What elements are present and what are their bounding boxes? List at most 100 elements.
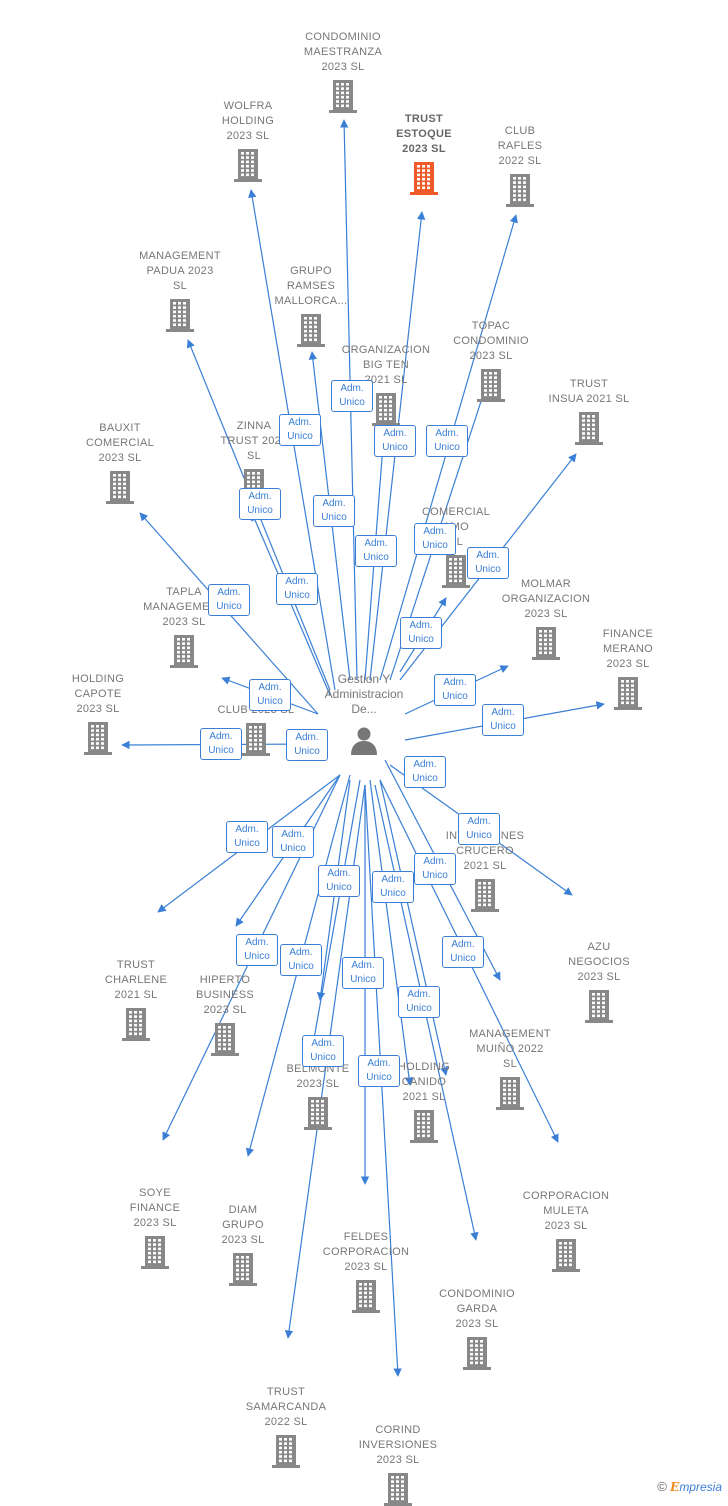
building-icon — [496, 1077, 524, 1110]
building-icon — [384, 1473, 412, 1506]
building-icon — [211, 1023, 239, 1056]
building-icon — [410, 1110, 438, 1143]
edge-role-label[interactable]: Adm. Unico — [313, 495, 355, 527]
building-icon — [614, 677, 642, 710]
company-name: TRUST INSUA 2021 SL — [548, 378, 630, 405]
company-name: TAPLA MANAGEMENT 2023 SL — [143, 586, 225, 628]
building-icon — [585, 990, 613, 1023]
center-person-label: Gestion Y Administracion De... — [324, 672, 404, 716]
building-icon — [229, 1253, 257, 1286]
company-name: TRUST SAMARCANDA 2022 SL — [245, 1386, 327, 1428]
building-icon — [106, 471, 134, 504]
building-icon — [170, 635, 198, 668]
building-icon — [272, 1435, 300, 1468]
company-node-hiperto-business[interactable]: HIPERTO BUSINESS 2023 SL — [170, 973, 280, 1056]
company-node-trust-charlene[interactable]: TRUST CHARLENE 2021 SL — [81, 958, 191, 1041]
edge-role-label[interactable]: Adm. Unico — [426, 425, 468, 457]
company-node-holding-capote[interactable]: HOLDING CAPOTE 2023 SL — [43, 672, 153, 755]
company-node-condominio-garda[interactable]: CONDOMINIO GARDA 2023 SL — [422, 1287, 532, 1370]
building-icon — [84, 722, 112, 755]
edge-role-label[interactable]: Adm. Unico — [249, 679, 291, 711]
edge-line — [369, 779, 414, 1086]
company-name: BAUXIT COMERCIAL 2023 SL — [85, 422, 155, 464]
building-icon — [297, 314, 325, 347]
building-icon — [304, 1097, 332, 1130]
edge-role-label[interactable]: Adm. Unico — [200, 728, 242, 760]
edge-role-label[interactable]: Adm. Unico — [302, 1035, 344, 1067]
edge-role-label[interactable]: Adm. Unico — [482, 704, 524, 736]
company-node-trust-samarcanda[interactable]: TRUST SAMARCANDA 2022 SL — [231, 1385, 341, 1468]
building-icon — [471, 879, 499, 912]
building-icon — [234, 149, 262, 182]
company-node-tapla-management[interactable]: TAPLA MANAGEMENT 2023 SL — [129, 585, 239, 668]
building-icon — [506, 174, 534, 207]
edge-role-label[interactable]: Adm. Unico — [467, 547, 509, 579]
edge-line — [379, 779, 449, 1076]
company-node-finance-merano[interactable]: FINANCE MERANO 2023 SL — [573, 627, 683, 710]
edge-role-label[interactable]: Adm. Unico — [276, 573, 318, 605]
company-node-diam-grupo[interactable]: DIAM GRUPO 2023 SL — [188, 1203, 298, 1286]
edge-role-label[interactable]: Adm. Unico — [236, 934, 278, 966]
edge-role-label[interactable]: Adm. Unico — [358, 1055, 400, 1087]
company-name: CORPORACION MULETA 2023 SL — [522, 1190, 610, 1232]
company-name: HIPERTO BUSINESS 2023 SL — [195, 974, 255, 1016]
building-icon — [410, 162, 438, 195]
company-node-management-muino[interactable]: MANAGEMENT MUIÑO 2022 SL — [455, 1027, 565, 1110]
company-name: MANAGEMENT PADUA 2023 SL — [139, 250, 221, 292]
company-node-club-rafles[interactable]: CLUB RAFLES 2022 SL — [465, 124, 575, 207]
company-node-bauxit-comercial[interactable]: BAUXIT COMERCIAL 2023 SL — [65, 421, 175, 504]
company-node-trust-insua[interactable]: TRUST INSUA 2021 SL — [534, 377, 644, 445]
edge-role-label[interactable]: Adm. Unico — [286, 729, 328, 761]
building-icon — [463, 1337, 491, 1370]
edge-role-label[interactable]: Adm. Unico — [279, 414, 321, 446]
empresia-brand[interactable]: © Empresia — [657, 1479, 722, 1494]
company-node-management-padua[interactable]: MANAGEMENT PADUA 2023 SL — [125, 249, 235, 332]
edge-role-label[interactable]: Adm. Unico — [374, 425, 416, 457]
copyright-symbol: © — [657, 1479, 667, 1494]
company-name: CLUB RAFLES 2022 SL — [497, 125, 543, 167]
company-node-molmar-organizacion[interactable]: MOLMAR ORGANIZACION 2023 SL — [491, 577, 601, 660]
edge-role-label[interactable]: Adm. Unico — [226, 821, 268, 853]
company-node-wolfra-holding[interactable]: WOLFRA HOLDING 2023 SL — [193, 99, 303, 182]
edge-role-label[interactable]: Adm. Unico — [355, 535, 397, 567]
empresia-logo-letter: E — [670, 1480, 680, 1494]
edge-line — [309, 779, 361, 1051]
company-node-azu-negocios[interactable]: AZU NEGOCIOS 2023 SL — [544, 940, 654, 1023]
edge-role-label[interactable]: Adm. Unico — [239, 488, 281, 520]
company-name: CONDOMINIO MAESTRANZA 2023 SL — [303, 31, 383, 73]
edge-role-label[interactable]: Adm. Unico — [280, 944, 322, 976]
edge-role-label[interactable]: Adm. Unico — [331, 380, 373, 412]
company-node-soye-finance[interactable]: SOYE FINANCE 2023 SL — [100, 1186, 210, 1269]
company-node-topac-condominio[interactable]: TOPAC CONDOMINIO 2023 SL — [436, 319, 546, 402]
edge-role-label[interactable]: Adm. Unico — [458, 813, 500, 845]
company-name: TRUST ESTOQUE 2023 SL — [396, 113, 452, 155]
company-node-corporacion-muleta[interactable]: CORPORACION MULETA 2023 SL — [511, 1189, 621, 1272]
company-name: HOLDING CAPOTE 2023 SL — [71, 673, 125, 715]
edge-role-label[interactable]: Adm. Unico — [272, 826, 314, 858]
company-node-grupo-ramses[interactable]: GRUPO RAMSES MALLORCA... — [256, 264, 366, 347]
edge-role-label[interactable]: Adm. Unico — [400, 617, 442, 649]
edge-role-label[interactable]: Adm. Unico — [372, 871, 414, 903]
edge-role-label[interactable]: Adm. Unico — [318, 865, 360, 897]
building-icon — [352, 1280, 380, 1313]
company-node-condominio-maestranza[interactable]: CONDOMINIO MAESTRANZA 2023 SL — [288, 30, 398, 113]
edge-role-label[interactable]: Adm. Unico — [442, 936, 484, 968]
edge-role-label[interactable]: Adm. Unico — [398, 986, 440, 1018]
company-name: GRUPO RAMSES MALLORCA... — [274, 265, 348, 307]
edge-role-label[interactable]: Adm. Unico — [434, 674, 476, 706]
center-person-node[interactable]: Gestion Y Administracion De... — [300, 672, 428, 755]
edge-role-label[interactable]: Adm. Unico — [208, 584, 250, 616]
edge-role-label[interactable]: Adm. Unico — [342, 957, 384, 989]
company-node-corind-inversiones[interactable]: CORIND INVERSIONES 2023 SL — [343, 1423, 453, 1506]
company-node-trust-estoque[interactable]: TRUST ESTOQUE 2023 SL — [369, 112, 479, 195]
edge-role-label[interactable]: Adm. Unico — [414, 853, 456, 885]
company-node-holding-canido[interactable]: HOLDING CANIDO 2021 SL — [369, 1060, 479, 1143]
company-name: SOYE FINANCE 2023 SL — [129, 1187, 181, 1229]
empresia-wordmark: mpresia — [679, 1480, 722, 1494]
company-name: FINANCE MERANO 2023 SL — [602, 628, 654, 670]
company-node-feldes-corporacion[interactable]: FELDES CORPORACION 2023 SL — [311, 1230, 421, 1313]
company-name: FELDES CORPORACION 2023 SL — [322, 1231, 410, 1273]
company-name: TRUST CHARLENE 2021 SL — [104, 959, 168, 1001]
edge-role-label[interactable]: Adm. Unico — [404, 756, 446, 788]
edge-role-label[interactable]: Adm. Unico — [414, 523, 456, 555]
